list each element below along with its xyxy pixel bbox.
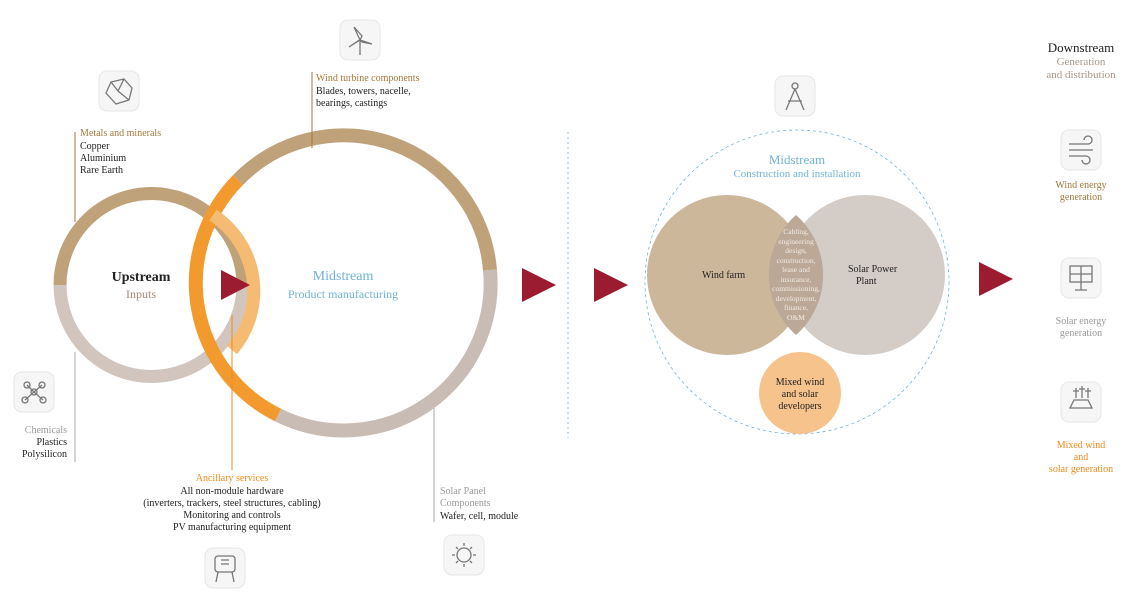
solar-plant-label: Plant bbox=[856, 276, 877, 287]
downstream-item-mixed: Mixed wind bbox=[1056, 440, 1106, 451]
minerals-icon bbox=[105, 78, 133, 105]
wind-components-detail: bearings, castings bbox=[316, 98, 388, 109]
overlap-line: insurance, bbox=[780, 274, 812, 284]
mixed-developers-label: Mixed wind and solar developers bbox=[760, 377, 840, 413]
wind-turbine-icon bbox=[348, 26, 373, 55]
overlap-line: finance, bbox=[784, 303, 808, 312]
mixed-line: developers bbox=[778, 401, 822, 412]
downstream-title: Downstream bbox=[1047, 40, 1115, 55]
overlap-line: commissioning, bbox=[772, 284, 820, 293]
sun-icon bbox=[452, 543, 476, 567]
manufacturing-title: Midstream bbox=[312, 269, 374, 284]
arrow-construction-in bbox=[594, 268, 628, 302]
manufacturing-ring-ancillary-arc bbox=[188, 175, 282, 422]
ancillary-detail: All non-module hardware bbox=[180, 486, 284, 497]
downstream-subtitle: Generation bbox=[1056, 56, 1106, 68]
venn-mixed-developers bbox=[759, 352, 841, 434]
upstream-ring-chemicals-arc bbox=[53, 284, 250, 383]
wind-icon bbox=[1069, 135, 1093, 165]
solar-plant-label: Solar Power bbox=[848, 264, 898, 275]
solar-components-heading: Components bbox=[440, 498, 491, 509]
metals-item: Rare Earth bbox=[80, 165, 124, 176]
ancillary-detail: PV manufacturing equipment bbox=[172, 522, 292, 533]
overlap-line: construction, bbox=[776, 255, 816, 265]
equipment-icon bbox=[214, 555, 236, 583]
ancillary-detail: (inverters, trackers, steel structures, … bbox=[143, 498, 321, 509]
downstream-item-solar: generation bbox=[1059, 328, 1103, 339]
metals-heading: Metals and minerals bbox=[80, 128, 162, 139]
mixed-line: and solar bbox=[781, 389, 819, 400]
ancillary-heading: Ancillary services bbox=[195, 473, 269, 484]
downstream-item-solar: Solar energy bbox=[1055, 316, 1107, 327]
downstream-item-mixed: solar generation bbox=[1048, 464, 1114, 475]
wind-farm-label: Wind farm bbox=[702, 270, 746, 281]
venn-overlap bbox=[768, 215, 824, 335]
upstream-title: Upstream bbox=[111, 270, 171, 285]
manufacturing-subtitle: Product manufacturing bbox=[287, 287, 399, 301]
overlap-line: lease and bbox=[782, 265, 810, 274]
arrow-manufacturing-out bbox=[522, 268, 556, 302]
construction-circle-outline bbox=[644, 129, 950, 435]
overlap-line: Cabling, bbox=[783, 227, 809, 236]
mixed-generation-icon bbox=[1068, 386, 1094, 409]
downstream-item-mixed: and bbox=[1073, 452, 1089, 463]
ancillary-detail: Monitoring and controls bbox=[183, 510, 281, 521]
upstream-ring-overlap-arc bbox=[209, 209, 261, 355]
upstream-subtitle: Inputs bbox=[126, 287, 156, 301]
chemicals-item: Plastics bbox=[36, 437, 67, 448]
solar-components-heading: Solar Panel bbox=[440, 486, 486, 497]
construction-subtitle: Construction and installation bbox=[733, 168, 861, 180]
metals-item: Copper bbox=[80, 141, 110, 152]
overlap-line: engineering bbox=[778, 236, 814, 246]
downstream-item-wind: Wind energy bbox=[1055, 180, 1107, 191]
overlap-line: development, bbox=[775, 293, 817, 303]
wind-components-heading: Wind turbine components bbox=[316, 73, 420, 84]
compass-icon bbox=[785, 82, 805, 111]
overlap-line: design, bbox=[785, 246, 807, 255]
overlap-line: O&M bbox=[787, 312, 805, 322]
mixed-line: Mixed wind bbox=[775, 377, 825, 388]
manufacturing-ring-wind-arc bbox=[232, 128, 497, 271]
solar-panel-icon bbox=[1069, 265, 1093, 291]
molecule-icon bbox=[21, 381, 47, 404]
solar-components-detail: Wafer, cell, module bbox=[440, 511, 519, 522]
metals-item: Aluminium bbox=[80, 153, 127, 164]
venn-wind-farm bbox=[647, 195, 807, 355]
chemicals-heading: Chemicals bbox=[24, 425, 67, 436]
wind-components-detail: Blades, towers, nacelle, bbox=[316, 86, 411, 97]
downstream-item-wind: generation bbox=[1059, 192, 1103, 203]
overlap-services: Cabling, engineering design, constructio… bbox=[756, 227, 836, 322]
manufacturing-ring-solar-arc bbox=[274, 269, 498, 438]
construction-title: Midstream bbox=[768, 152, 826, 167]
downstream-subtitle: and distribution bbox=[1046, 69, 1116, 81]
venn-solar-plant bbox=[785, 195, 945, 355]
arrow-upstream-to-midstream bbox=[221, 270, 250, 300]
arrow-to-downstream bbox=[979, 262, 1013, 296]
chemicals-item: Polysilicon bbox=[21, 449, 67, 460]
